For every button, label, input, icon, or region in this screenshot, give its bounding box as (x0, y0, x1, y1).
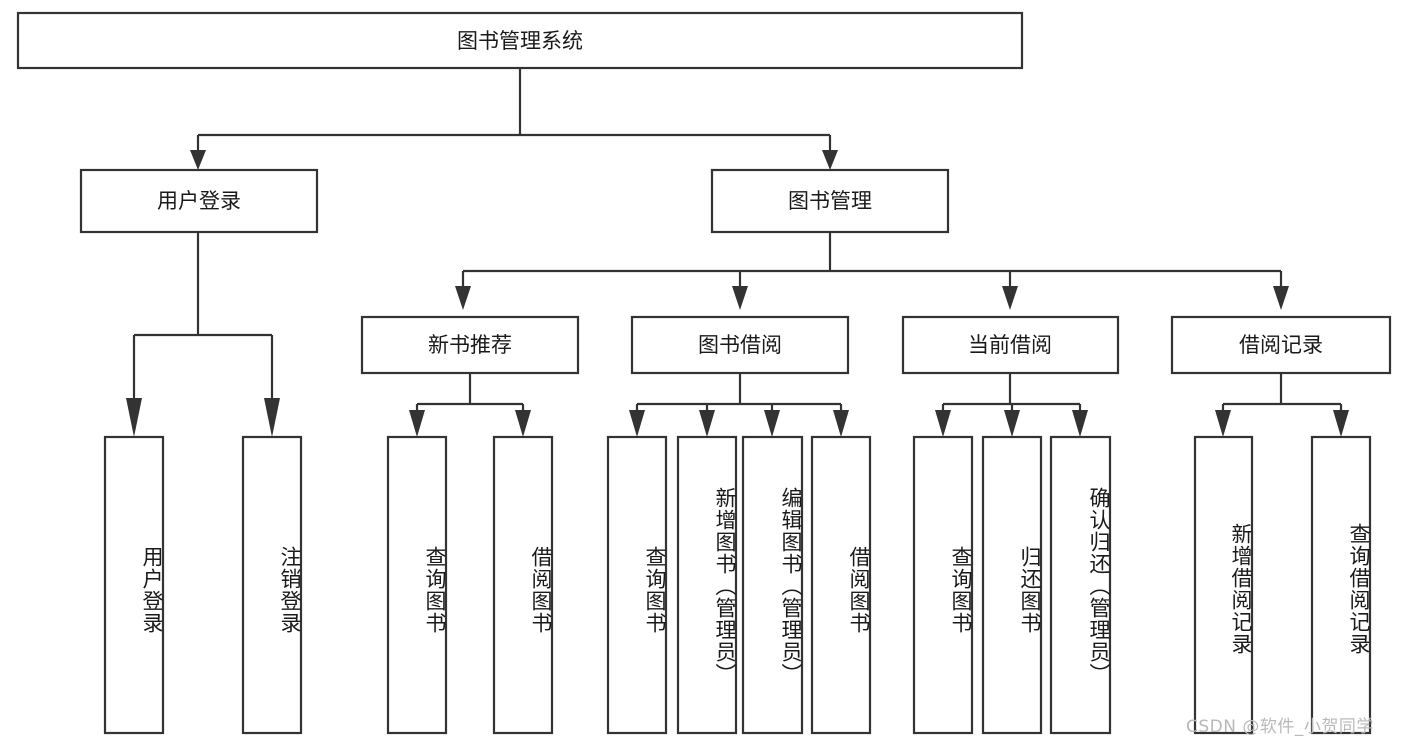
arrow-head-current-borrow (1002, 286, 1018, 310)
arrow-head-leaf-borrow-book-2 (764, 410, 780, 437)
node-leaf-current-borrow-2[interactable] (1049, 435, 1112, 735)
node-root[interactable] (16, 11, 1024, 70)
node-book-management-label: 图书管理 (788, 189, 872, 213)
arrow-head-book-mgmt (822, 150, 838, 170)
node-leaf-current-borrow-1[interactable] (981, 435, 1043, 735)
csdn-watermark: CSDN @软件_小贺同学 (1186, 717, 1374, 737)
node-root-label: 图书管理系统 (457, 29, 583, 53)
node-leaf-new-book-0[interactable] (386, 435, 448, 735)
arrow-head-user-login (190, 150, 206, 170)
node-borrow-record-label: 借阅记录 (1239, 333, 1323, 357)
node-borrow-record[interactable] (1170, 315, 1392, 375)
arrow-head-leaf-borrow-book-3 (833, 410, 849, 437)
node-new-book-recommend-label: 新书推荐 (428, 333, 512, 357)
node-book-management[interactable] (710, 168, 950, 234)
node-leaf-new-book-1[interactable] (492, 435, 554, 735)
node-book-borrow[interactable] (630, 315, 850, 375)
node-leaf-user-login-0[interactable] (103, 435, 165, 735)
node-leaf-borrow-book-3[interactable] (810, 435, 872, 735)
node-leaf-current-borrow-0[interactable] (912, 435, 974, 735)
node-leaf-borrow-book-1[interactable] (676, 435, 738, 735)
arrow-head-leaf-borrow-record-1 (1333, 410, 1349, 437)
arrow-head-borrow-book (732, 286, 748, 310)
node-new-book-recommend[interactable] (360, 315, 580, 375)
node-leaf-user-login-1[interactable] (241, 435, 303, 735)
node-current-borrow-label: 当前借阅 (968, 333, 1052, 357)
arrow-head-leaf-new-book-0 (409, 410, 425, 437)
arrow-head-leaf-borrow-book-0 (629, 410, 645, 437)
arrow-head-leaf-current-borrow-2 (1072, 410, 1088, 437)
node-user-login[interactable] (79, 168, 319, 234)
arrow-head-leaf-current-borrow-1 (1004, 410, 1020, 437)
edge-layer (126, 68, 1349, 437)
arrow-head-leaf-user-login-1 (264, 398, 280, 437)
arrow-head-borrow-record (1273, 286, 1289, 310)
node-leaf-borrow-record-0[interactable] (1193, 435, 1254, 735)
arrow-head-leaf-borrow-book-1 (699, 410, 715, 437)
arrow-head-leaf-new-book-1 (515, 410, 531, 437)
node-book-borrow-label: 图书借阅 (698, 333, 782, 357)
node-leaf-borrow-book-0[interactable] (606, 435, 668, 735)
node-user-login-label: 用户登录 (157, 189, 241, 213)
arrow-head-new-book (455, 286, 471, 310)
node-layer: 图书管理系统 用户登录 图书管理 新书推荐 图书借阅 当前借阅 借阅记录 (16, 11, 1392, 735)
arrow-head-leaf-current-borrow-0 (935, 410, 951, 437)
arrow-head-leaf-user-login-0 (126, 398, 142, 437)
arrow-head-leaf-borrow-record-0 (1215, 410, 1231, 437)
node-leaf-borrow-record-1[interactable] (1310, 435, 1372, 735)
node-leaf-borrow-book-2[interactable] (741, 435, 804, 735)
node-current-borrow[interactable] (901, 315, 1120, 375)
